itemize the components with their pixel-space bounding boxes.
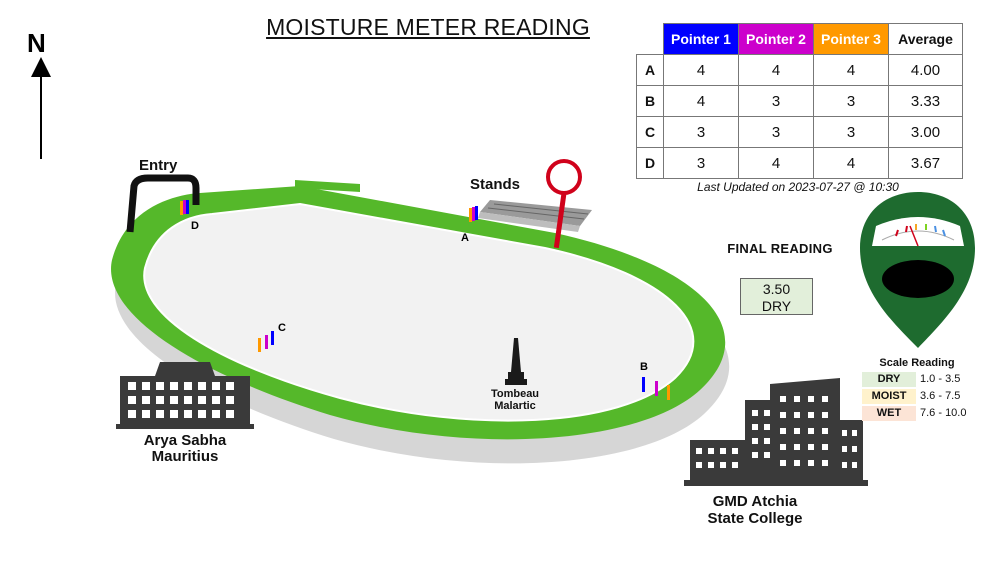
final-reading-status: DRY <box>761 298 792 314</box>
gmd-atchia-label-line1: GMD Atchia <box>712 493 798 510</box>
arya-sabha-label-line2: Mauritius <box>151 448 219 465</box>
last-updated: Last Updated on 2023-07-27 @ 10:30 <box>697 180 899 194</box>
north-arrow-icon <box>31 57 51 159</box>
gmd-atchia-label: GMD Atchia State College <box>670 493 840 527</box>
moisture-meter-icon <box>860 192 975 348</box>
pointer-markers-a <box>469 206 478 222</box>
header-pointer-3: Pointer 3 <box>813 23 889 55</box>
cell-value: 4 <box>663 54 739 86</box>
table-row: A 4 4 4 4.00 <box>636 54 963 86</box>
arya-sabha-label: Arya Sabha Mauritius <box>100 433 270 465</box>
scale-range: 1.0 - 3.5 <box>920 373 961 385</box>
gmd-atchia-label-line2: State College <box>707 510 803 527</box>
entry-label: Entry <box>139 157 178 174</box>
cell-average: 3.00 <box>888 116 963 148</box>
cell-value: 4 <box>813 54 889 86</box>
monument-label-line2: Malartic <box>494 400 536 412</box>
table-header-row: Pointer 1 Pointer 2 Pointer 3 Average <box>637 23 963 55</box>
table-row: D 3 4 4 3.67 <box>636 147 963 179</box>
pointer-markers-c <box>258 331 274 352</box>
tombeau-malartic-monument-icon <box>505 338 527 385</box>
header-average: Average <box>888 23 963 55</box>
point-label-c: C <box>278 322 286 334</box>
row-label: A <box>636 54 664 86</box>
pointer-markers-b <box>642 377 670 400</box>
cell-average: 3.67 <box>888 147 963 179</box>
point-label-b: B <box>640 361 648 373</box>
scale-range: 3.6 - 7.5 <box>920 390 961 402</box>
header-pointer-2: Pointer 2 <box>738 23 814 55</box>
readings-table: Pointer 1 Pointer 2 Pointer 3 Average A … <box>636 23 963 179</box>
cell-value: 4 <box>813 147 889 179</box>
monument-label: Tombeau Malartic <box>480 388 550 412</box>
cell-value: 3 <box>813 116 889 148</box>
arya-sabha-label-line1: Arya Sabha <box>143 432 227 449</box>
row-label: D <box>636 147 664 179</box>
scale-row-wet: WET 7.6 - 10.0 <box>862 406 982 421</box>
cell-average: 3.33 <box>888 85 963 117</box>
table-row: C 3 3 3 3.00 <box>636 116 963 148</box>
cell-value: 3 <box>738 85 814 117</box>
page-title: MOISTURE METER READING <box>266 14 590 40</box>
cell-value: 3 <box>663 147 739 179</box>
cell-average: 4.00 <box>888 54 963 86</box>
final-reading-value: 3.50 <box>762 281 791 297</box>
cell-value: 4 <box>663 85 739 117</box>
entry-gate-icon <box>126 174 200 233</box>
scale-range: 7.6 - 10.0 <box>920 407 967 419</box>
stands-label: Stands <box>470 176 521 193</box>
scale-name: MOIST <box>862 389 916 404</box>
scale-name: DRY <box>862 372 916 387</box>
north-label: N <box>27 28 46 58</box>
cell-value: 3 <box>738 116 814 148</box>
finish-post-icon <box>546 159 582 249</box>
scale-row-moist: MOIST 3.6 - 7.5 <box>862 389 982 404</box>
cell-value: 4 <box>738 54 814 86</box>
cell-value: 4 <box>738 147 814 179</box>
scale-name: WET <box>862 406 916 421</box>
scale-title: Scale Reading <box>879 357 955 369</box>
cell-value: 3 <box>663 116 739 148</box>
row-label: C <box>636 116 664 148</box>
cell-value: 3 <box>813 85 889 117</box>
final-reading-label: FINAL READING <box>727 241 833 256</box>
table-corner <box>637 24 664 55</box>
track-infield <box>144 204 694 421</box>
final-reading-box: 3.50 DRY <box>740 278 813 315</box>
pointer-markers-d <box>180 200 189 215</box>
stands-icon <box>478 200 592 232</box>
scale-row-dry: DRY 1.0 - 3.5 <box>862 372 982 387</box>
point-label-d: D <box>191 220 199 232</box>
header-pointer-1: Pointer 1 <box>663 23 739 55</box>
point-label-a: A <box>461 232 469 244</box>
monument-label-line1: Tombeau <box>490 388 540 400</box>
table-row: B 4 3 3 3.33 <box>636 85 963 117</box>
row-label: B <box>636 85 664 117</box>
